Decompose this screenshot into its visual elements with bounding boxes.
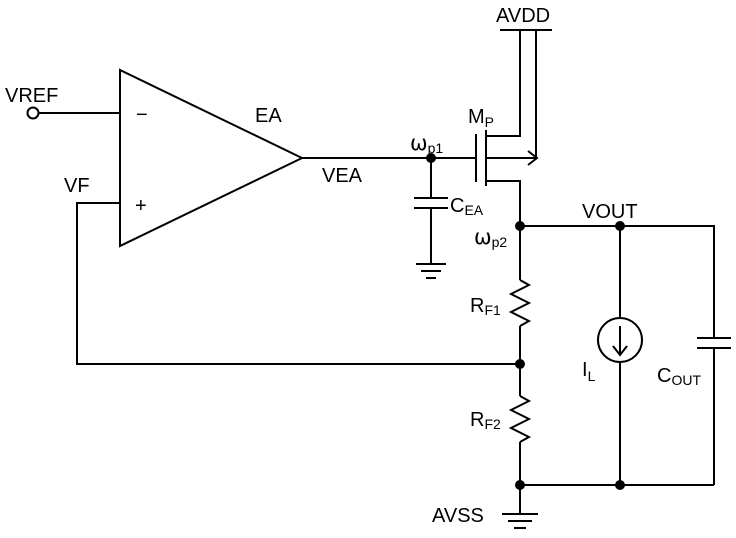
il-label: IL (582, 359, 596, 384)
avdd-label: AVDD (496, 5, 550, 27)
feedback-wire (77, 203, 520, 364)
cea-label: CEA (450, 195, 484, 218)
rf1-resistor (511, 280, 529, 326)
vout-label: VOUT (582, 201, 638, 223)
omega-p2-label: ωp2 (474, 225, 507, 250)
mp-label: MP (468, 106, 494, 130)
vref-terminal (28, 108, 39, 119)
vout-rail (520, 226, 714, 338)
cout-label: COUT (657, 365, 701, 388)
plus-sign: + (135, 195, 147, 217)
vref-label: VREF (5, 85, 58, 107)
minus-sign: − (136, 104, 148, 126)
rf1-label: RF1 (470, 295, 501, 318)
mp-drain-wire (486, 181, 520, 226)
rf2-resistor (511, 396, 529, 442)
ea-label: EA (255, 105, 282, 127)
error-amplifier (120, 70, 302, 246)
vea-label: VEA (322, 165, 363, 187)
rf2-label: RF2 (470, 409, 501, 432)
vf-label: VF (64, 175, 90, 197)
avss-il-dot (615, 480, 625, 490)
omega-p1-label: ωp1 (410, 131, 443, 156)
avss-label: AVSS (432, 505, 484, 527)
